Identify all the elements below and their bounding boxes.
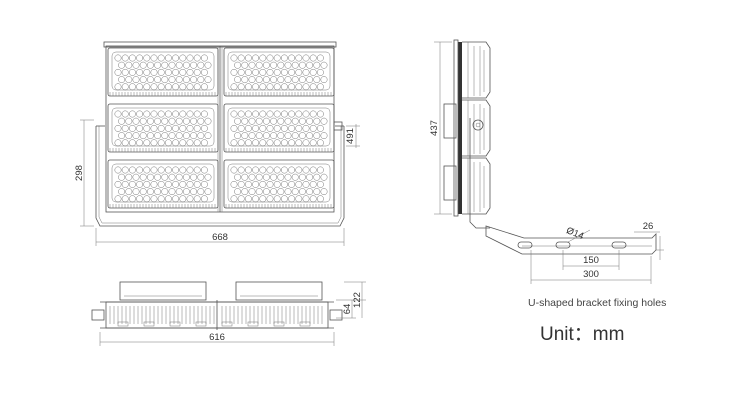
heatsink-fins [109, 306, 323, 327]
led-module-5 [107, 159, 219, 209]
adjust-knob [333, 121, 343, 131]
end-cap-right [329, 309, 343, 321]
side-view: 437 [429, 39, 491, 229]
front-view: 668 298 491 [74, 41, 360, 246]
bottom-view: 616 64 122 [91, 281, 366, 346]
back-plate [458, 42, 462, 214]
led-lens-array [230, 110, 328, 147]
driver-box-upper [443, 103, 457, 139]
side-height-dim: 437 [429, 120, 440, 136]
bottom-height-dim-b: 122 [352, 292, 363, 308]
led-module-2 [223, 47, 335, 97]
led-lens-array [114, 166, 212, 203]
bottom-width-dim: 616 [209, 332, 225, 343]
front-side-dim: 491 [345, 128, 356, 144]
bracket-hole-3 [611, 241, 627, 249]
u-bracket [95, 126, 345, 227]
bracket-hole-2 [555, 241, 571, 249]
led-lens-array [230, 54, 328, 91]
hole-diameter-dim: Ø14 [565, 225, 586, 242]
led-module-3 [107, 103, 219, 153]
front-width-dim: 668 [212, 232, 228, 243]
side-module-bottom [462, 157, 491, 215]
led-module-grid [107, 47, 335, 209]
front-height-dim: 298 [74, 165, 85, 181]
end-cap-left [91, 309, 105, 321]
pivot-joint [472, 119, 484, 131]
led-lens-array [230, 166, 328, 203]
bracket-hole-1 [517, 241, 533, 249]
led-lens-array [114, 54, 212, 91]
led-lens-array [114, 110, 212, 147]
bottom-height-dim-a: 64 [342, 304, 353, 315]
hole-span-dim: 300 [583, 269, 599, 280]
bracket-detail: Ø14 26 150 300 U-shaped bracket fixing h… [485, 221, 666, 309]
hole-spacing-dim: 150 [583, 255, 599, 266]
unit-label: Unit：mm [540, 324, 624, 345]
bracket-caption: U-shaped bracket fixing holes [528, 297, 666, 309]
led-module-4 [223, 103, 335, 153]
driver-box-lower [443, 165, 457, 201]
bottom-box-right [235, 281, 323, 301]
side-module-mid [462, 99, 491, 157]
side-module-top [462, 41, 491, 99]
bottom-box-left [119, 281, 207, 301]
led-module-6 [223, 159, 335, 209]
edge-dim: 26 [643, 221, 654, 232]
led-module-1 [107, 47, 219, 97]
